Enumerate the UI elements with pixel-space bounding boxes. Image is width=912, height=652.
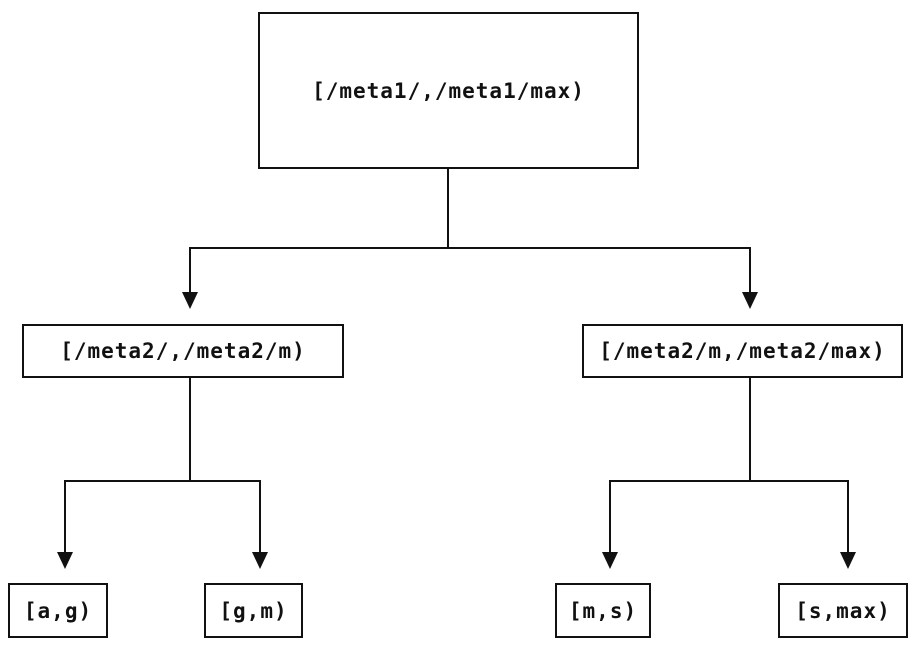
node-leaf-gm: [g,m) [204, 583, 303, 638]
arrowhead-left-ag [57, 552, 73, 569]
node-leaf-smax-label: [s,max) [795, 598, 891, 623]
arrowhead-right-smax [840, 552, 856, 569]
node-leaf-gm-label: [g,m) [219, 598, 288, 623]
node-leaf-ms: [m,s) [555, 583, 651, 638]
node-meta2-right: [/meta2/m,/meta2/max) [582, 324, 903, 378]
node-leaf-smax: [s,max) [778, 583, 908, 638]
arrowhead-left-gm [252, 552, 268, 569]
node-leaf-ag-label: [a,g) [23, 598, 93, 623]
node-meta2-left-label: [/meta2/,/meta2/m) [60, 339, 306, 363]
node-meta2-left: [/meta2/,/meta2/m) [22, 324, 344, 378]
node-root-label: [/meta1/,/meta1/max) [312, 78, 585, 103]
node-leaf-ag: [a,g) [8, 583, 108, 638]
node-root: [/meta1/,/meta1/max) [258, 12, 639, 169]
node-leaf-ms-label: [m,s) [568, 598, 638, 623]
arrowhead-root-right [742, 292, 758, 309]
arrowhead-right-ms [602, 552, 618, 569]
arrowhead-root-left [182, 292, 198, 309]
node-meta2-right-label: [/meta2/m,/meta2/max) [599, 339, 886, 363]
